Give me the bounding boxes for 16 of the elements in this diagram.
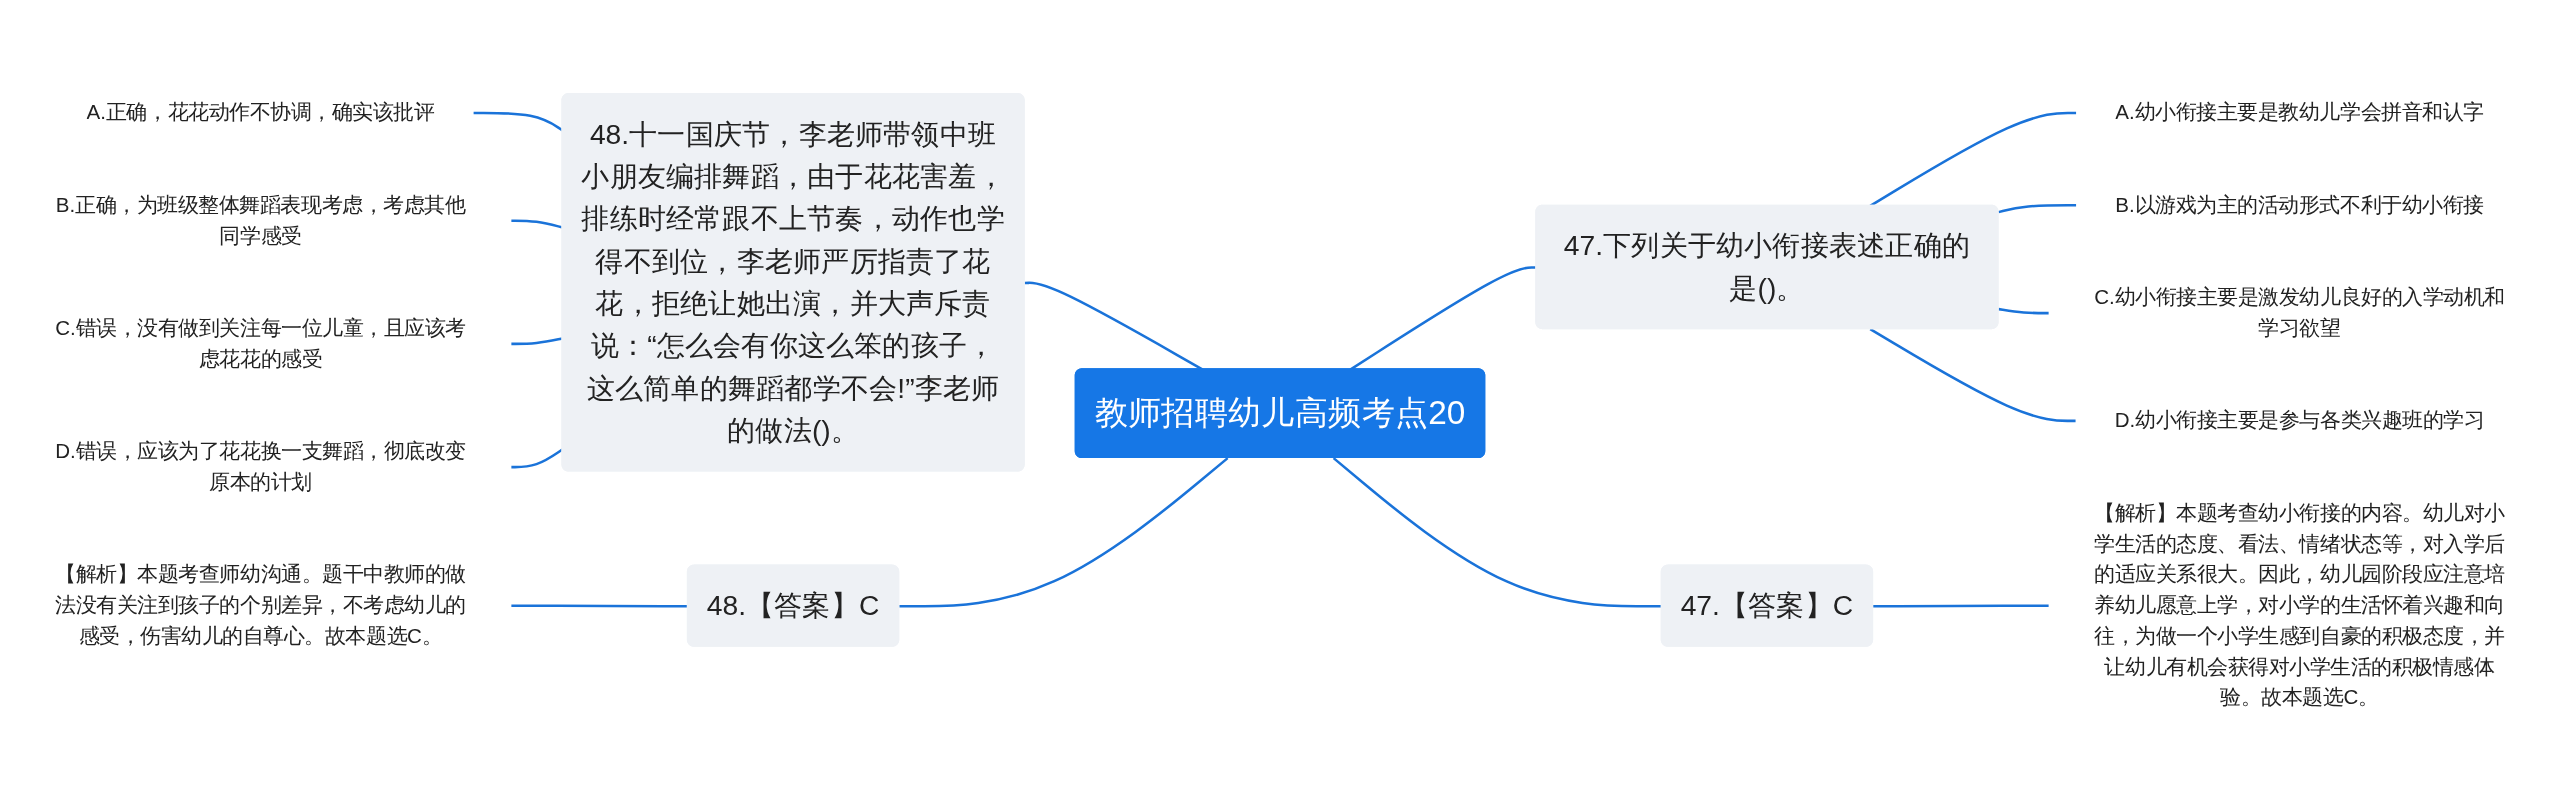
connector [1873,604,2050,608]
node-text: 【解析】本题考查师幼沟通。题干中教师的做法没有关注到孩子的个别差异，不考虑幼儿的感受，伤害幼儿的自尊心。故本题选C。 [55,563,466,647]
connector [1998,307,2050,315]
connector [899,457,1229,608]
node-text: A.幼小衔接主要是教幼儿学会拼音和认字 [2115,101,2484,124]
node-text: B.以游戏为主的活动形式不利于幼小衔接 [2115,193,2484,216]
node-text: B.正确，为班级整体舞蹈表现考虑，考虑其他同学感受 [55,193,466,247]
node-text: 【解析】本题考查幼小衔接的内容。幼儿对小学生活的态度、看法、情绪状态等，对入学后的适应关系很大。因此，幼儿园阶段应注意培养幼儿愿意上学，对小学的生活怀着兴趣和向往，为做一个小学生感到自豪的积极态度，并让幼儿有机会获得对小学生活的积极情感体验。故本题选C。 [2094,501,2505,709]
node-text: C.错误，没有做到关注每一位儿童，且应该考虑花花的感受 [55,316,466,370]
connector [1869,328,2077,423]
node-text: A.正确，花花动作不协调，确实该批评 [86,101,435,124]
connector [510,337,563,346]
node-text: C.幼小衔接主要是激发幼儿良好的入学动机和学习欲望 [2094,286,2505,339]
node-text: D.幼小衔接主要是参与各类兴趣班的学习 [2114,409,2485,432]
node-text: D.错误，应该为了花花换一支舞蹈，彻底改变原本的计划 [55,440,466,493]
connector [1998,204,2077,214]
